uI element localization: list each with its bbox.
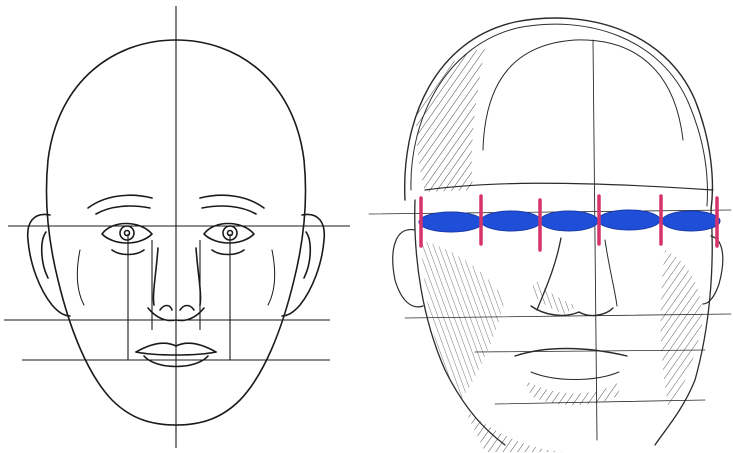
left-ear-inner [42, 232, 48, 278]
left-pupil [125, 231, 130, 236]
sketch-left-cheek-shading [421, 240, 505, 400]
sketch-right-cheek-shading [661, 250, 703, 410]
left-brow-lower [96, 206, 150, 214]
right-brow-lower [202, 206, 256, 214]
eye-width-segment [662, 211, 720, 231]
eye-width-measurement [419, 210, 720, 232]
sketch-nose-right [605, 240, 617, 306]
sketch-left-temple-shading [416, 48, 485, 192]
sketch-lower-lip [531, 372, 619, 380]
pencil-sketch-panel [365, 0, 733, 453]
left-iris [120, 226, 134, 240]
sketch-under-lip-shading [525, 380, 623, 405]
eye-width-segment [598, 210, 660, 230]
right-ear-inner [304, 232, 310, 278]
front-face-line-drawing [0, 0, 365, 453]
front-face-line-drawing-panel [0, 0, 365, 453]
nose-left [153, 248, 158, 305]
pencil-sketch-head [365, 0, 733, 453]
sketch-center-line [593, 40, 597, 440]
right-cheek-line [268, 250, 275, 305]
eye-width-segment [419, 212, 483, 232]
nostril-left [160, 306, 172, 311]
sketch-chin-neck-shading [465, 410, 565, 452]
eye-width-segment [481, 211, 541, 231]
right-under-eye [212, 250, 244, 255]
nostril-right [180, 306, 194, 311]
eye-width-segment [540, 211, 598, 231]
left-cheek-line [77, 250, 84, 305]
sketch-mouth [515, 349, 627, 357]
